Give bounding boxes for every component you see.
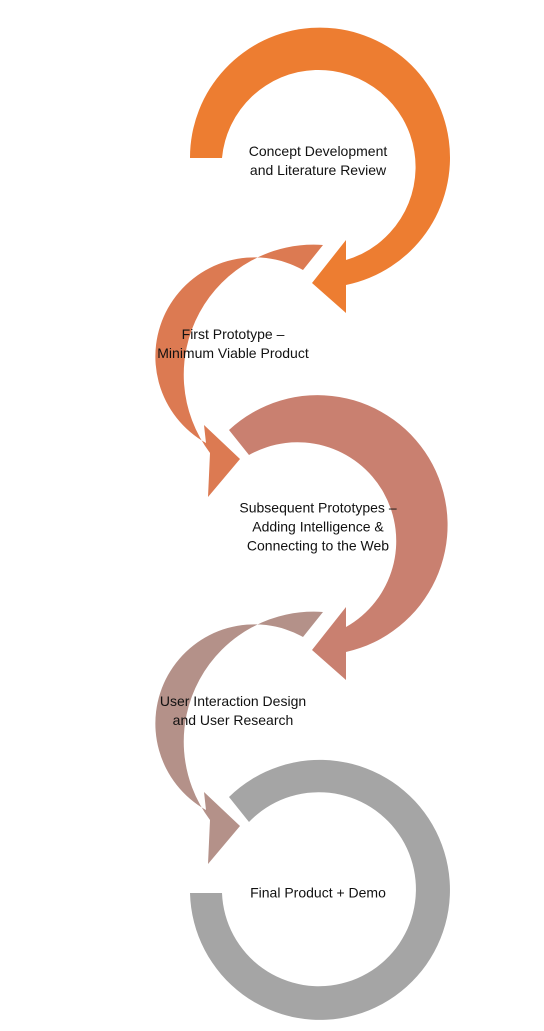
step-5-line-1: Final Product + Demo xyxy=(250,884,386,901)
step-4-label: User Interaction Design and User Researc… xyxy=(160,692,306,730)
step-1-line-2: and Literature Review xyxy=(249,162,387,178)
step-5-label: Final Product + Demo xyxy=(250,884,386,903)
step-1-line-1: Concept Development xyxy=(248,143,388,159)
step-2-line-2: Minimum Viable Product xyxy=(157,345,309,361)
circular-arrow-step-2 xyxy=(155,244,323,497)
step-3-label: Subsequent Prototypes – Adding Intellige… xyxy=(239,499,396,556)
step-3-line-3: Connecting to the Web xyxy=(246,537,390,554)
step-2-label: First Prototype – Minimum Viable Product xyxy=(157,325,308,363)
circular-arrow-step-3 xyxy=(229,395,448,680)
circular-arrow-step-4 xyxy=(155,611,323,864)
step-4-line-2: and User Research xyxy=(172,712,294,728)
step-2-line-1: First Prototype – xyxy=(181,326,285,342)
step-3-line-1: Subsequent Prototypes – xyxy=(239,499,397,516)
step-1-label: Concept Development and Literature Revie… xyxy=(249,142,388,180)
step-4-line-1: User Interaction Design xyxy=(159,693,307,709)
circular-arrow-step-1 xyxy=(189,27,450,314)
step-3-line-2: Adding Intelligence & xyxy=(252,518,384,535)
